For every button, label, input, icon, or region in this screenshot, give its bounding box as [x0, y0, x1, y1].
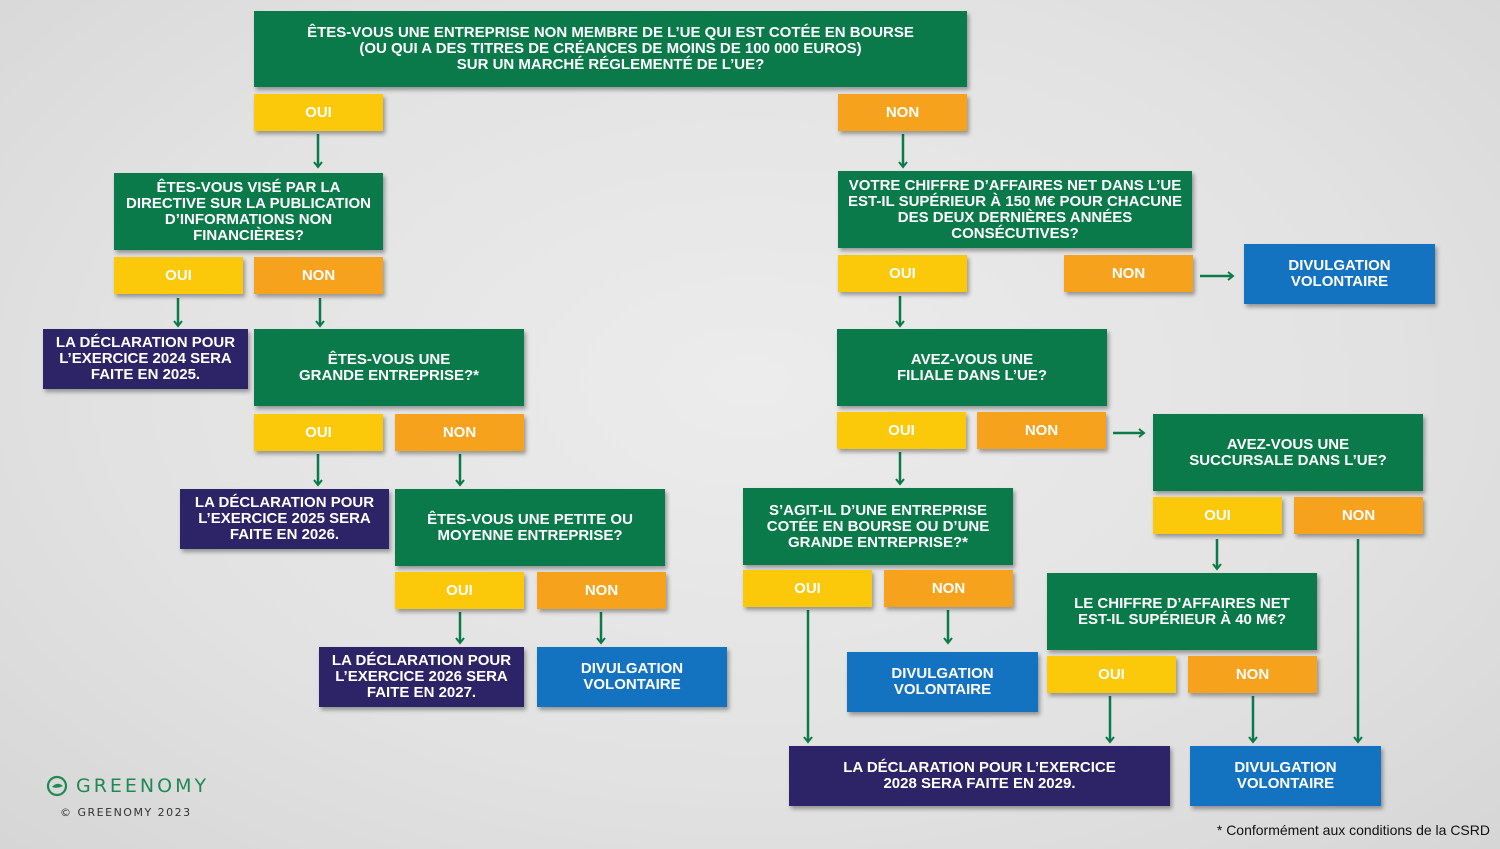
leaf-icon [46, 775, 68, 797]
answer-no-listed-large: NON [884, 570, 1013, 607]
answer-yes-subsidiary: OUI [837, 412, 966, 449]
answer-no-branch: NON [1294, 497, 1423, 534]
answer-yes-40m: OUI [1047, 656, 1176, 693]
declaration-2028: La déclaration pour l’exercice 2028 sera… [789, 746, 1170, 806]
declaration-2024: La déclaration pour l’exercice 2024 sera… [43, 329, 248, 389]
voluntary-disclosure-sme: Divulgation volontaire [537, 647, 727, 707]
brand-name: GREENOMY [76, 775, 210, 797]
answer-yes-listed-large: OUI [743, 570, 872, 607]
answer-no-listed: NON [838, 94, 967, 131]
footnote: * Conformément aux conditions de la CSRD [1216, 822, 1490, 838]
question-listed-or-large: S’agit-il d’une entreprise cotée en bour… [743, 488, 1013, 565]
answer-no-sme: NON [537, 572, 666, 609]
question-large-company: Êtes-vous une grande entreprise?* [254, 329, 524, 406]
answer-no-40m: NON [1188, 656, 1317, 693]
question-nfrd: Êtes-vous visé par la directive sur la p… [114, 173, 383, 250]
answer-yes-large: OUI [254, 414, 383, 451]
declaration-2026: La déclaration pour l’exercice 2026 sera… [319, 647, 524, 707]
answer-yes-sme: OUI [395, 572, 524, 609]
answer-yes-listed: OUI [254, 94, 383, 131]
declaration-2025: La déclaration pour l’exercice 2025 sera… [180, 489, 389, 549]
question-sme: Êtes-vous une petite ou moyenne entrepri… [395, 489, 665, 566]
voluntary-disclosure-listed: Divulgation volontaire [847, 652, 1038, 712]
copyright: © GREENOMY 2023 [60, 806, 192, 819]
answer-no-subsidiary: NON [977, 412, 1106, 449]
question-turnover-150m: Votre chiffre d’affaires net dans l’UE e… [838, 171, 1192, 248]
greenomy-logo: GREENOMY [46, 775, 209, 797]
question-eu-branch: Avez-vous une succursale dans l’UE? [1153, 414, 1423, 491]
answer-no-turnover: NON [1064, 255, 1193, 292]
question-eu-listed: Êtes-vous une entreprise non membre de l… [254, 11, 967, 87]
answer-no-nfrd: NON [254, 257, 383, 294]
answer-yes-nfrd: OUI [114, 257, 243, 294]
answer-no-large: NON [395, 414, 524, 451]
question-turnover-40m: Le chiffre d’affaires net est-il supérie… [1047, 573, 1317, 650]
answer-yes-turnover: OUI [838, 255, 967, 292]
answer-yes-branch: OUI [1153, 497, 1282, 534]
voluntary-disclosure-turnover: Divulgation volontaire [1244, 244, 1435, 304]
voluntary-disclosure-branch: Divulgation volontaire [1190, 746, 1381, 806]
question-eu-subsidiary: Avez-vous une filiale dans l’UE? [837, 329, 1107, 406]
